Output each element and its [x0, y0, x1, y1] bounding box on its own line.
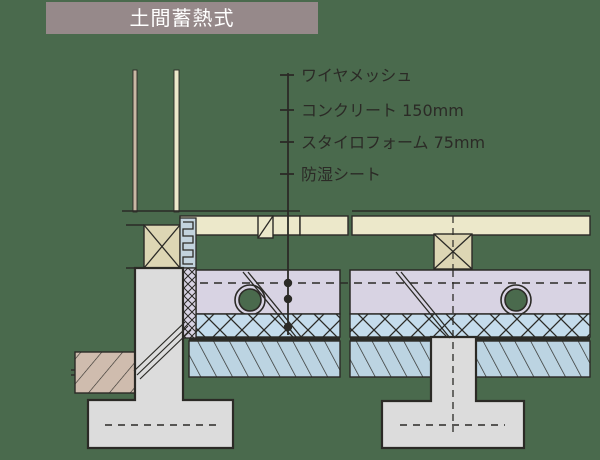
- callout-label-wire-mesh: ワイヤメッシュ: [301, 66, 412, 85]
- sill-box-left: [126, 224, 181, 269]
- floor-band-left: [179, 215, 301, 236]
- floor-band-right: [351, 215, 591, 236]
- callout-item-vapor-sheet[interactable]: 防湿シート: [280, 165, 381, 184]
- foundation-left-diag-a: [133, 321, 186, 372]
- callout-dot-wire-mesh: [283, 278, 293, 288]
- concrete-slab-right: [349, 269, 591, 315]
- title-banner: 土間蓄熱式: [46, 2, 318, 34]
- callout-label-concrete: コンクリート 150mm: [301, 101, 464, 120]
- pipe-right-inner: [504, 288, 528, 312]
- edge-insulation-strip: [182, 267, 197, 339]
- callout-item-concrete[interactable]: コンクリート 150mm: [280, 101, 464, 120]
- wall-stud-outer: [132, 69, 138, 213]
- wall-insulation-zigzag: [182, 221, 194, 265]
- styrofoam-layer-left: [195, 313, 341, 338]
- foundation-left-diag-b: [136, 325, 189, 376]
- foundation-right-diag-a: [395, 271, 451, 339]
- floor-band-left-ext: [299, 215, 349, 236]
- callout-label-vapor-sheet: 防湿シート: [301, 165, 381, 184]
- wall-insulation-strip: [179, 217, 197, 269]
- left-bay-layers: [188, 269, 341, 378]
- vapor-sheet-line-left: [189, 337, 340, 341]
- wall-stud-inner: [173, 69, 180, 213]
- callout-label-styrofoam: スタイロフォーム 75mm: [301, 133, 485, 152]
- edge-insulation-body: [182, 267, 197, 339]
- concrete-slab-left: [195, 269, 341, 315]
- exterior-soil-block: [71, 351, 136, 394]
- right-bay-layers: [340, 269, 591, 378]
- callout-item-wire-mesh[interactable]: ワイヤメッシュ: [280, 66, 412, 85]
- callout-leaders: [283, 73, 293, 335]
- callout-item-styrofoam[interactable]: スタイロフォーム 75mm: [280, 133, 485, 152]
- styrofoam-layer-right: [349, 313, 591, 338]
- floor-notch-diagonal: [257, 215, 274, 239]
- pipe-left-inner: [238, 288, 262, 312]
- sill-box-right-cross: [433, 233, 473, 270]
- callout-dot-concrete: [283, 294, 293, 304]
- wall-studs: [132, 69, 180, 213]
- foundation-left-diag-c: [139, 329, 192, 380]
- foundation-right-diag-b: [400, 271, 456, 339]
- exterior-soil-body: [74, 351, 136, 394]
- foundation-left-body: [86, 266, 235, 450]
- foundation-right: [380, 270, 526, 450]
- title-banner-label: 土間蓄熱式: [130, 6, 235, 30]
- title-banner-bg: [46, 2, 318, 34]
- ground-fill-left: [188, 340, 341, 378]
- floor-assembly: [122, 210, 591, 239]
- callout-list: ワイヤメッシュ コンクリート 150mm スタイロフォーム 75mm 防湿シート: [280, 66, 485, 184]
- sill-box-right: [433, 216, 473, 272]
- sill-box-left-cross: [143, 224, 181, 269]
- slab-left-diag-b: [247, 271, 303, 339]
- foundation-left: [86, 266, 235, 450]
- callout-dot-styrofoam: [283, 322, 293, 332]
